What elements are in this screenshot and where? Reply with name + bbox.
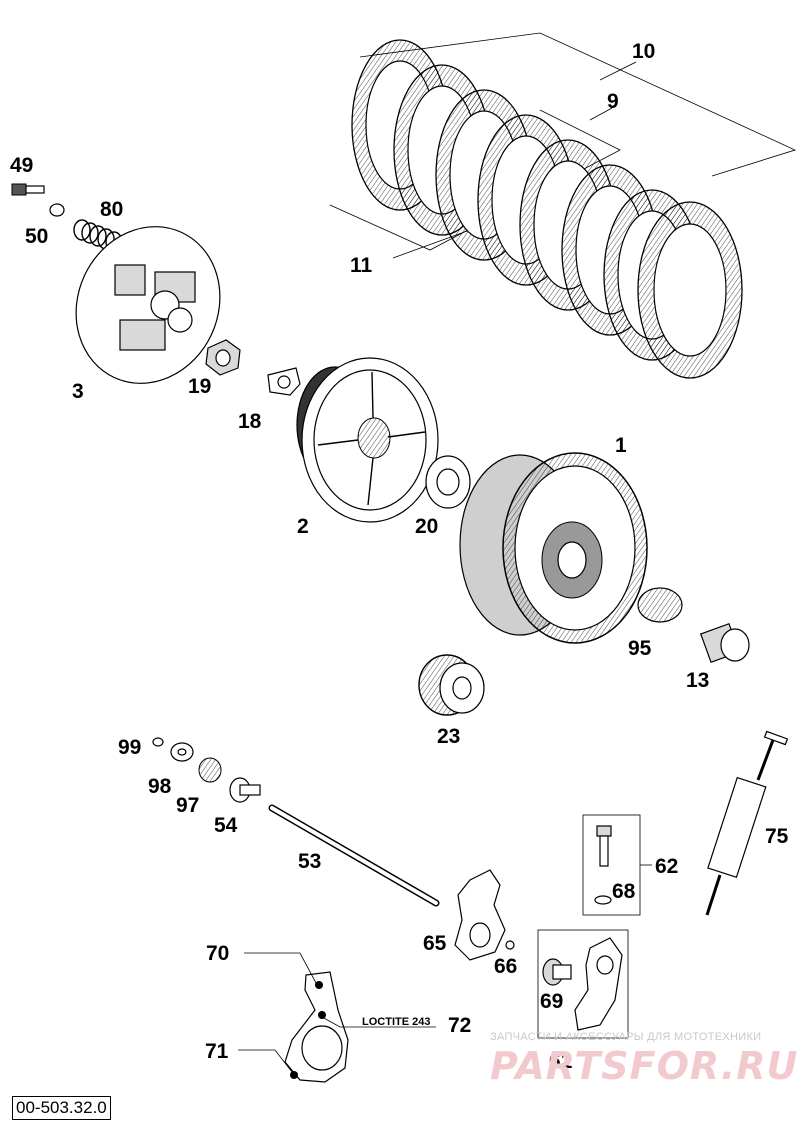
part-label-11: 11 <box>350 254 373 277</box>
push-rod <box>268 804 440 907</box>
diagram-code: 00-503.32.0 <box>12 1096 111 1120</box>
part-labels: 10 9 11 49 80 50 3 19 18 1 2 20 95 13 23… <box>10 40 789 1073</box>
part-label-95: 95 <box>628 637 652 660</box>
piston <box>542 958 572 986</box>
part-label-20: 20 <box>415 515 438 538</box>
part-label-70: 70 <box>206 942 229 965</box>
washer <box>170 742 194 762</box>
part-label-61: 61 <box>549 1050 573 1073</box>
clutch-plate <box>637 201 743 379</box>
part-label-99: 99 <box>118 736 141 759</box>
circlip <box>152 737 164 747</box>
watermark-tagline: ЗАПЧАСТИ И АКСЕССУАРЫ ДЛЯ МОТОТЕХНИКИ <box>490 1031 762 1043</box>
pressure-plate <box>75 226 221 384</box>
watermark-brand: PARTSFOR.RU <box>490 1044 799 1088</box>
part-label-98: 98 <box>148 775 172 798</box>
bleeder-screw <box>596 825 612 867</box>
o-ring <box>505 940 515 950</box>
part-label-10: 10 <box>632 40 655 63</box>
part-label-80: 80 <box>100 198 123 221</box>
part-label-65: 65 <box>423 932 447 955</box>
part-label-18: 18 <box>238 410 262 433</box>
inner-clutch-hub <box>296 357 439 523</box>
part-label-2: 2 <box>297 515 309 538</box>
clutch-plates-stack <box>329 32 797 379</box>
needle-bearing <box>637 587 683 623</box>
part-label-49: 49 <box>10 154 33 177</box>
thrust-washer <box>425 455 471 509</box>
part-label-75: 75 <box>765 825 789 848</box>
part-label-3: 3 <box>72 380 84 403</box>
axial-bearing <box>198 757 222 783</box>
slave-cylinder-frame <box>537 929 629 1039</box>
part-label-54: 54 <box>214 814 238 837</box>
bushing <box>700 623 750 663</box>
part-label-69: 69 <box>540 990 563 1013</box>
pressure-piece <box>229 777 261 803</box>
part-label-68: 68 <box>612 880 636 903</box>
part-label-13: 13 <box>686 669 709 692</box>
seal-ring <box>594 895 612 905</box>
gasket <box>454 869 506 961</box>
bolt <box>11 183 45 196</box>
primary-gear <box>418 654 485 716</box>
grease-syringe <box>705 730 789 916</box>
part-label-53: 53 <box>298 850 321 873</box>
part-label-71: 71 <box>205 1040 229 1063</box>
part-label-23: 23 <box>437 725 460 748</box>
part-label-1: 1 <box>615 434 627 457</box>
part-label-97: 97 <box>176 794 199 817</box>
clutch-basket <box>459 452 648 644</box>
part-label-62: 62 <box>655 855 678 878</box>
part-label-72: 72 <box>448 1014 471 1037</box>
washer <box>49 203 65 217</box>
part-label-66: 66 <box>494 955 517 978</box>
slave-cylinder <box>574 937 623 1031</box>
part-label-9: 9 <box>607 90 619 113</box>
part-label-50: 50 <box>25 225 48 248</box>
loctite-note: LOCTITE 243 <box>362 1016 430 1028</box>
part-label-19: 19 <box>188 375 211 398</box>
